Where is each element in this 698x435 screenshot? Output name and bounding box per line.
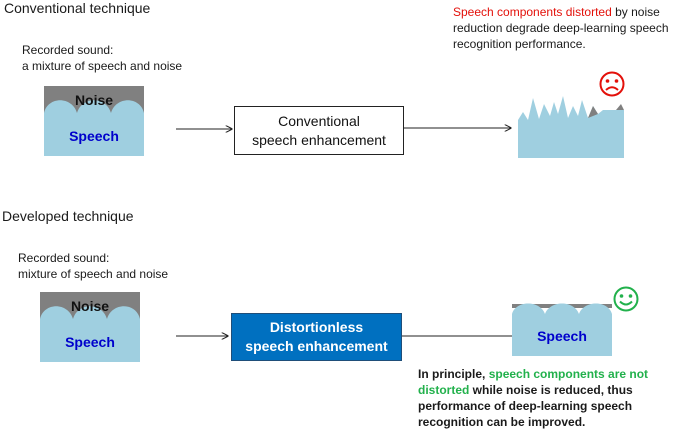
noise-label: Noise	[75, 92, 113, 108]
recorded-caption-line1: Recorded sound:	[22, 43, 114, 57]
conventional-box-line2: speech enhancement	[252, 131, 386, 148]
speech-region	[44, 100, 144, 156]
conventional-box-line1: Conventional	[278, 112, 360, 129]
conventional-recorded-caption: Recorded sound: a mixture of speech and …	[22, 42, 182, 74]
distortionless-box-line2: speech enhancement	[245, 338, 388, 354]
note-line2: reduction degrade deep-learning speech	[453, 21, 669, 35]
distortionless-box-line1: Distortionless	[269, 319, 364, 335]
developed-title: Developed technique	[2, 208, 134, 224]
note-line2-rest: while noise is reduced, thus	[469, 383, 633, 397]
distorted-speech-shape	[518, 96, 624, 158]
note-pre: In principle,	[418, 367, 489, 381]
clean-speech-shape	[512, 303, 612, 356]
recorded-caption-line1: Recorded sound:	[18, 251, 110, 265]
sad-face-icon	[599, 71, 625, 97]
note-line3: performance of deep-learning speech	[418, 399, 633, 413]
note-line1-rest: by noise	[611, 5, 660, 19]
conventional-enhancement-box: Conventional speech enhancement	[234, 106, 404, 155]
speech-label: Speech	[65, 334, 115, 350]
noise-label: Noise	[71, 298, 109, 314]
note-line3: recognition performance.	[453, 37, 586, 51]
residual-noise-peaks	[588, 104, 624, 118]
note-line4: recognition can be improved.	[418, 415, 586, 429]
developed-note: In principle, speech components are not …	[418, 366, 698, 430]
clean-output-signal: Speech	[512, 303, 612, 356]
speech-region	[40, 306, 140, 362]
note-distorted-phrase: Speech components distorted	[453, 5, 612, 19]
note-green-phrase-2: distorted	[418, 383, 470, 397]
recorded-caption-line2: mixture of speech and noise	[18, 267, 169, 281]
distortionless-enhancement-box: Distortionless speech enhancement	[231, 313, 402, 361]
conventional-input-signal-block: Noise Speech	[44, 86, 144, 156]
distorted-output-signal	[518, 96, 624, 158]
output-speech-label: Speech	[537, 328, 587, 344]
developed-recorded-caption: Recorded sound: mixture of speech and no…	[18, 250, 168, 282]
recorded-caption-line2: a mixture of speech and noise	[22, 59, 183, 73]
conventional-note: Speech components distorted by noise red…	[453, 4, 698, 52]
note-green-phrase-1: speech components are not	[488, 367, 649, 381]
conventional-title: Conventional technique	[4, 0, 151, 16]
smiley-face-icon	[613, 286, 639, 312]
developed-input-signal-block: Noise Speech	[40, 292, 140, 362]
speech-label: Speech	[69, 128, 119, 144]
